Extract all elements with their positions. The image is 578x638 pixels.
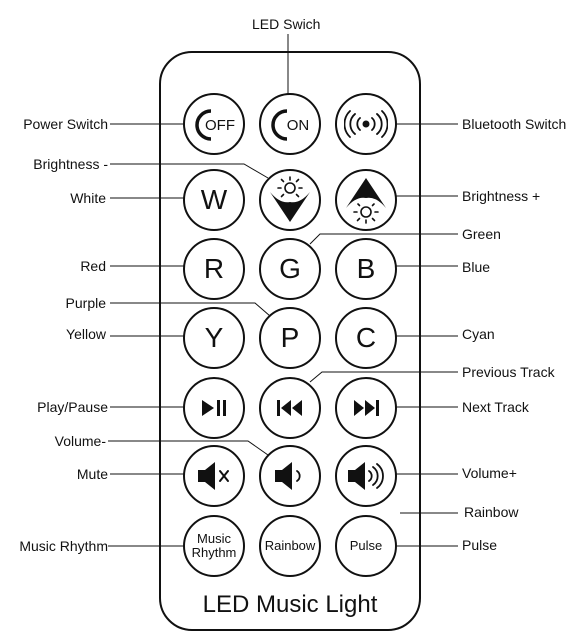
blue-button[interactable]: B <box>335 238 397 300</box>
brightness-minus-button[interactable] <box>259 169 321 231</box>
label-previous-track: Previous Track <box>462 364 555 380</box>
purple-button[interactable]: P <box>259 307 321 369</box>
label-cyan: Cyan <box>462 326 495 342</box>
label-volume-minus: Volume- <box>54 433 106 449</box>
remote-body <box>159 51 421 631</box>
white-button-label: W <box>200 184 228 215</box>
music-rhythm-button[interactable]: Music Rhythm <box>183 515 245 577</box>
label-volume-plus: Volume+ <box>462 465 517 481</box>
led-on-label: ON <box>286 116 310 134</box>
pulse-button-label: Pulse <box>349 538 383 553</box>
white-button[interactable]: W <box>183 169 245 231</box>
power-off-label: OFF <box>205 116 235 134</box>
leader-previous-track <box>309 371 458 383</box>
volume-minus-button[interactable] <box>259 445 321 507</box>
brightness-plus-button[interactable] <box>335 169 397 231</box>
label-brightness-plus: Brightness + <box>462 188 541 204</box>
leader-brightness-minus <box>110 163 269 179</box>
green-button-label: G <box>279 253 301 284</box>
power-arc-icon <box>271 109 288 141</box>
mute-icon <box>198 462 229 490</box>
label-yellow: Yellow <box>66 326 106 342</box>
broadcast-icon <box>344 110 388 138</box>
red-button[interactable]: R <box>183 238 245 300</box>
green-button[interactable]: G <box>259 238 321 300</box>
cyan-button-label: C <box>355 322 377 353</box>
label-red: Red <box>80 258 106 274</box>
label-rainbow: Rainbow <box>464 504 519 520</box>
volume-down-icon <box>275 462 301 490</box>
rainbow-button-label: Rainbow <box>264 538 316 553</box>
next-track-button[interactable] <box>335 377 397 439</box>
mute-button[interactable] <box>183 445 245 507</box>
rainbow-button[interactable]: Rainbow <box>259 515 321 577</box>
leader-volume-minus <box>108 440 269 456</box>
label-pulse: Pulse <box>462 537 498 553</box>
previous-track-button[interactable] <box>259 377 321 439</box>
label-play-pause: Play/Pause <box>37 399 108 415</box>
led-on-button[interactable]: ON <box>259 93 321 155</box>
leader-green <box>309 233 458 245</box>
label-mute: Mute <box>76 466 108 482</box>
blue-button-label: B <box>356 253 376 284</box>
red-button-label: R <box>203 253 225 284</box>
label-led-switch: LED Swich <box>252 16 321 32</box>
play-pause-icon <box>202 400 226 416</box>
label-music-rhythm: Music Rhythm <box>19 538 108 554</box>
power-arc-icon <box>195 109 212 141</box>
purple-button-label: P <box>280 322 300 353</box>
brightness-up-icon <box>346 178 386 224</box>
play-pause-button[interactable] <box>183 377 245 439</box>
next-track-icon <box>354 400 379 416</box>
music-rhythm-line2: Rhythm <box>191 545 237 560</box>
music-rhythm-button-label: Music Rhythm <box>192 532 237 560</box>
volume-up-icon <box>348 462 384 490</box>
pulse-button[interactable]: Pulse <box>335 515 397 577</box>
power-off-button[interactable]: OFF <box>183 93 245 155</box>
label-next-track: Next Track <box>462 399 529 415</box>
music-rhythm-line1: Music <box>197 531 231 546</box>
label-blue: Blue <box>462 259 491 275</box>
previous-track-icon <box>277 400 302 416</box>
cyan-button[interactable]: C <box>335 307 397 369</box>
yellow-button[interactable]: Y <box>183 307 245 369</box>
label-green: Green <box>462 226 501 242</box>
remote-title: LED Music Light <box>202 591 378 618</box>
label-bluetooth-switch: Bluetooth Switch <box>462 116 567 132</box>
brightness-down-icon <box>270 176 310 222</box>
label-power-switch: Power Switch <box>23 116 108 132</box>
yellow-button-label: Y <box>204 322 224 353</box>
leader-purple <box>110 302 271 317</box>
volume-plus-button[interactable] <box>335 445 397 507</box>
label-purple: Purple <box>65 295 106 311</box>
bluetooth-switch-button[interactable] <box>335 93 397 155</box>
label-white: White <box>70 190 106 206</box>
label-brightness-minus: Brightness - <box>33 156 108 172</box>
